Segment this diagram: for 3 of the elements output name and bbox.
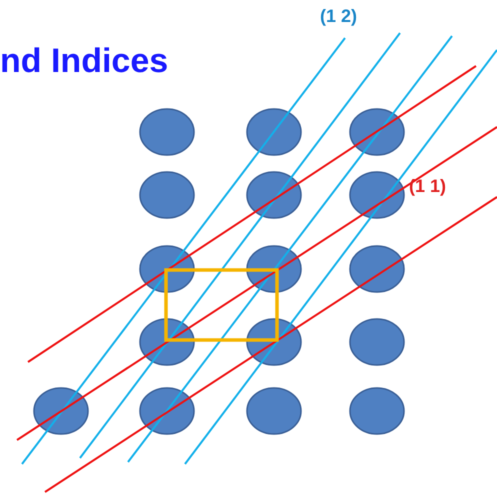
title: nd Indices xyxy=(0,42,168,81)
plane-index-label: (1 2) xyxy=(320,6,358,27)
plane-index-label: (1 1) xyxy=(409,176,446,197)
